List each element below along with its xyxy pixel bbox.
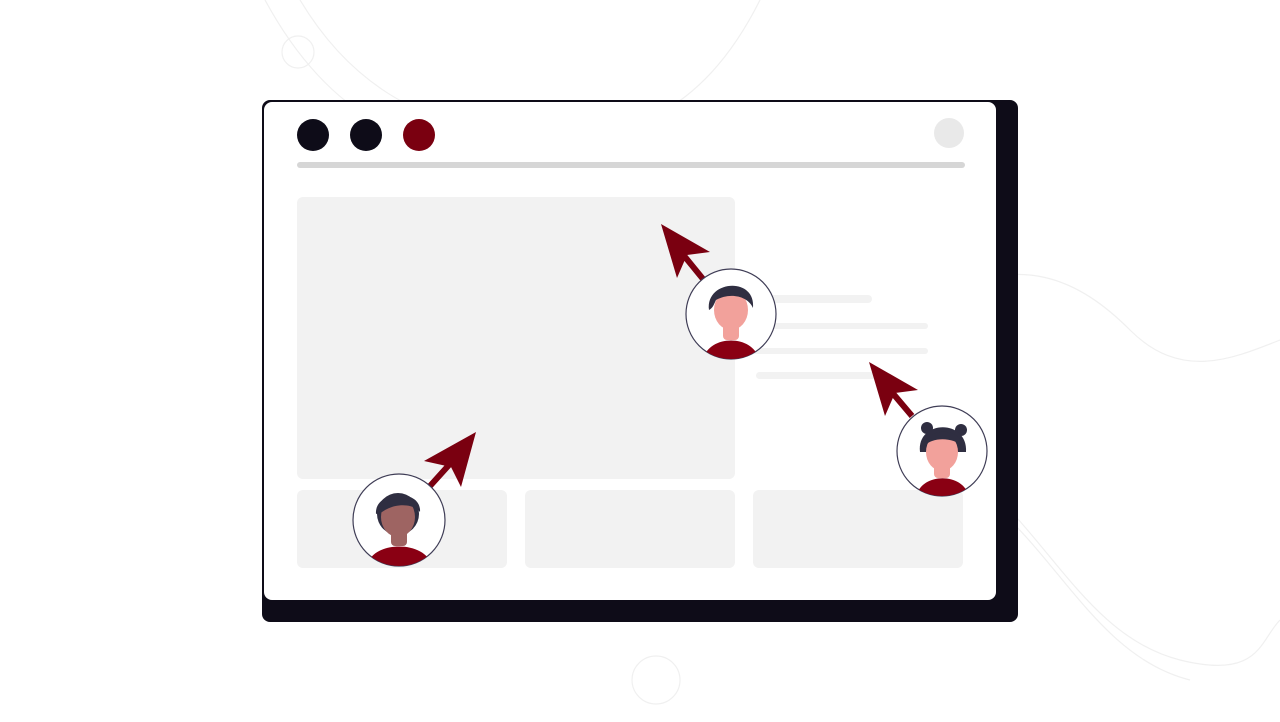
collaborator-avatar[interactable] xyxy=(896,405,988,497)
address-bar[interactable] xyxy=(297,162,965,168)
text-line-placeholder xyxy=(752,323,928,329)
window-dot-3[interactable] xyxy=(403,119,435,151)
text-line-placeholder xyxy=(756,372,876,379)
card-placeholder-3 xyxy=(753,490,963,568)
text-line-placeholder xyxy=(752,295,872,303)
toolbar-circle-button[interactable] xyxy=(934,118,964,148)
collaborator-avatar[interactable] xyxy=(685,268,777,360)
main-content-placeholder xyxy=(297,197,735,479)
collaborator-cursor xyxy=(869,362,918,418)
window-dot-1[interactable] xyxy=(297,119,329,151)
collaborator-avatar[interactable] xyxy=(352,473,446,567)
text-line-placeholder xyxy=(752,348,928,354)
collaborator-cursor xyxy=(661,224,710,281)
card-placeholder-2 xyxy=(525,490,735,568)
window-dot-2[interactable] xyxy=(350,119,382,151)
collaborator-cursor xyxy=(424,432,476,489)
